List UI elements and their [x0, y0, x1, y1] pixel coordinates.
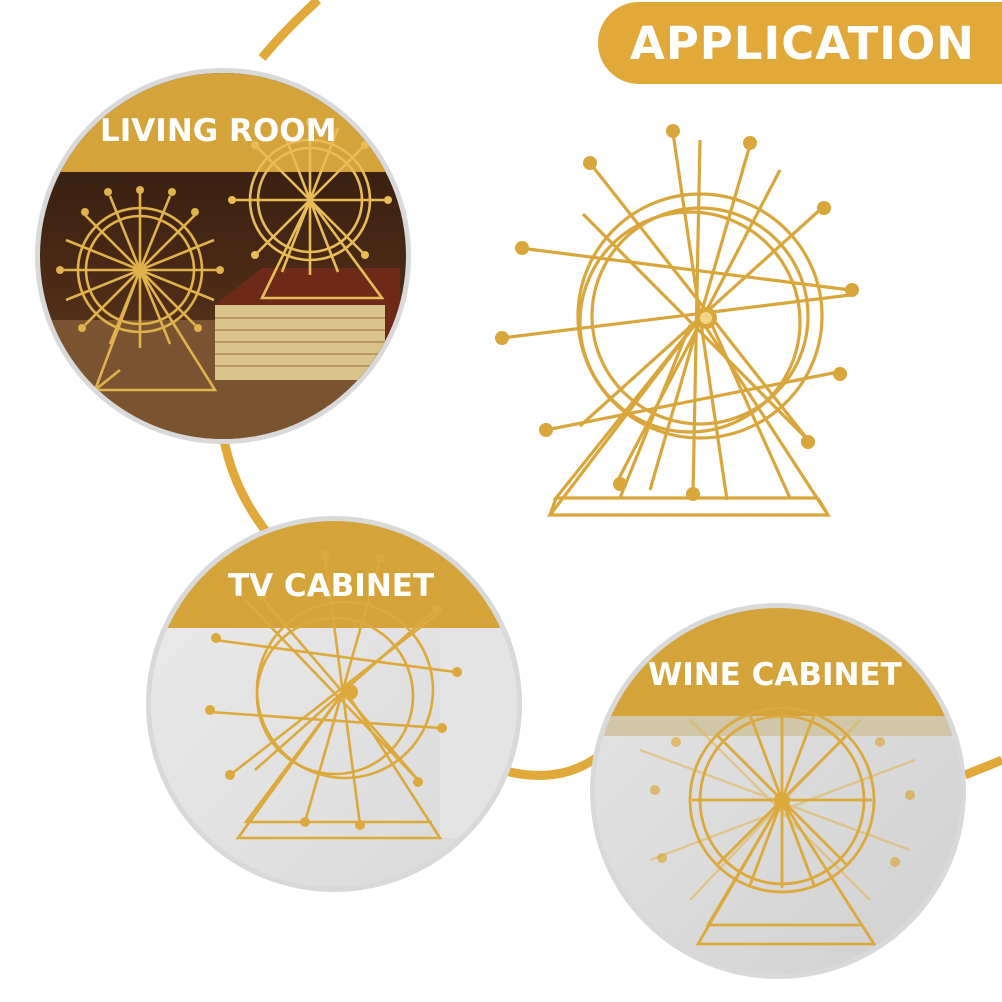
wine-cabinet-label: WINE CABINET: [648, 657, 902, 693]
ferris-wheel-small: [62, 192, 218, 392]
banner-title: APPLICATION: [630, 16, 975, 70]
tv-cabinet-photo: [146, 516, 522, 892]
application-banner: APPLICATION: [598, 2, 1002, 84]
ferris-wheel-product: [495, 124, 859, 517]
ferris-wheel-large: [235, 125, 385, 300]
living-room-label: LIVING ROOM: [100, 113, 337, 149]
tv-cabinet-label: TV CABINET: [228, 568, 435, 604]
